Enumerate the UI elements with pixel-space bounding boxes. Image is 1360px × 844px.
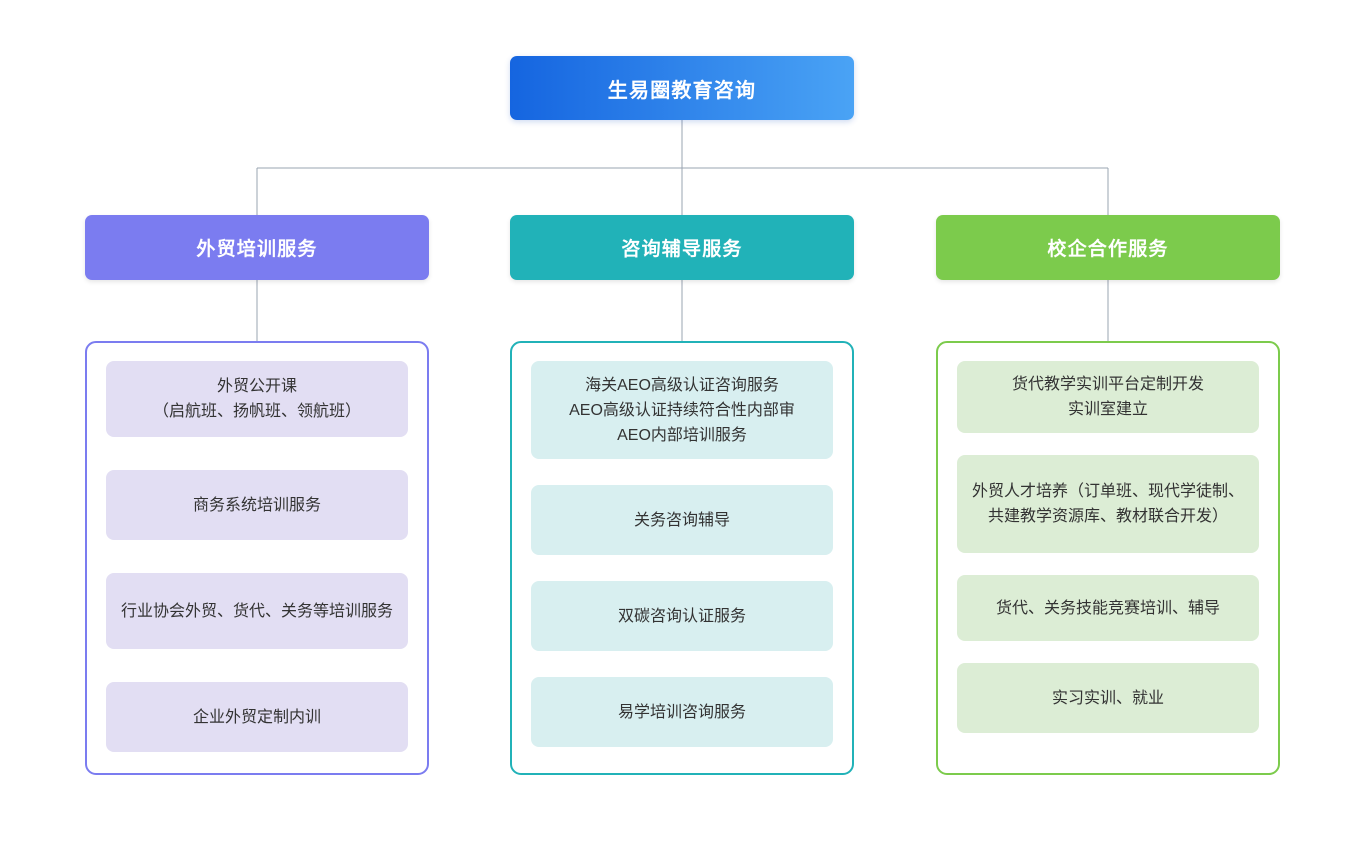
branch-column-2: 咨询辅导服务 海关AEO高级认证咨询服务 AEO高级认证持续符合性内部审 AEO…	[510, 215, 854, 775]
service-item-card[interactable]: 外贸人才培养（订单班、现代学徒制、共建教学资源库、教材联合开发）	[957, 455, 1259, 553]
branch-header-label-3: 校企合作服务	[1047, 239, 1169, 260]
branch-header-3[interactable]: 校企合作服务	[936, 215, 1280, 280]
service-item-card[interactable]: 商务系统培训服务	[106, 470, 408, 540]
branch-header-2[interactable]: 咨询辅导服务	[510, 215, 854, 280]
branch-body-2: 海关AEO高级认证咨询服务 AEO高级认证持续符合性内部审 AEO内部培训服务 …	[510, 341, 854, 775]
branch-body-1: 外贸公开课 （启航班、扬帆班、领航班） 商务系统培训服务 行业协会外贸、货代、关…	[85, 341, 429, 775]
service-item-card[interactable]: 行业协会外贸、货代、关务等培训服务	[106, 573, 408, 649]
branch-body-3: 货代教学实训平台定制开发 实训室建立 外贸人才培养（订单班、现代学徒制、共建教学…	[936, 341, 1280, 775]
branch-header-label-1: 外贸培训服务	[196, 239, 318, 260]
service-item-card[interactable]: 货代、关务技能竞赛培训、辅导	[957, 575, 1259, 641]
root-node-label: 生易圈教育咨询	[607, 79, 757, 102]
service-item-card[interactable]: 企业外贸定制内训	[106, 682, 408, 752]
branch-column-1: 外贸培训服务 外贸公开课 （启航班、扬帆班、领航班） 商务系统培训服务 行业协会…	[85, 215, 429, 775]
service-item-card[interactable]: 实习实训、就业	[957, 663, 1259, 733]
service-item-card[interactable]: 海关AEO高级认证咨询服务 AEO高级认证持续符合性内部审 AEO内部培训服务	[531, 361, 833, 459]
branch-column-3: 校企合作服务 货代教学实训平台定制开发 实训室建立 外贸人才培养（订单班、现代学…	[936, 215, 1280, 775]
service-item-card[interactable]: 外贸公开课 （启航班、扬帆班、领航班）	[106, 361, 408, 437]
service-item-card[interactable]: 关务咨询辅导	[531, 485, 833, 555]
service-item-card[interactable]: 双碳咨询认证服务	[531, 581, 833, 651]
branch-header-label-2: 咨询辅导服务	[621, 239, 743, 260]
service-item-card[interactable]: 货代教学实训平台定制开发 实训室建立	[957, 361, 1259, 433]
service-item-card[interactable]: 易学培训咨询服务	[531, 677, 833, 747]
branch-header-1[interactable]: 外贸培训服务	[85, 215, 429, 280]
root-node[interactable]: 生易圈教育咨询	[510, 56, 854, 120]
